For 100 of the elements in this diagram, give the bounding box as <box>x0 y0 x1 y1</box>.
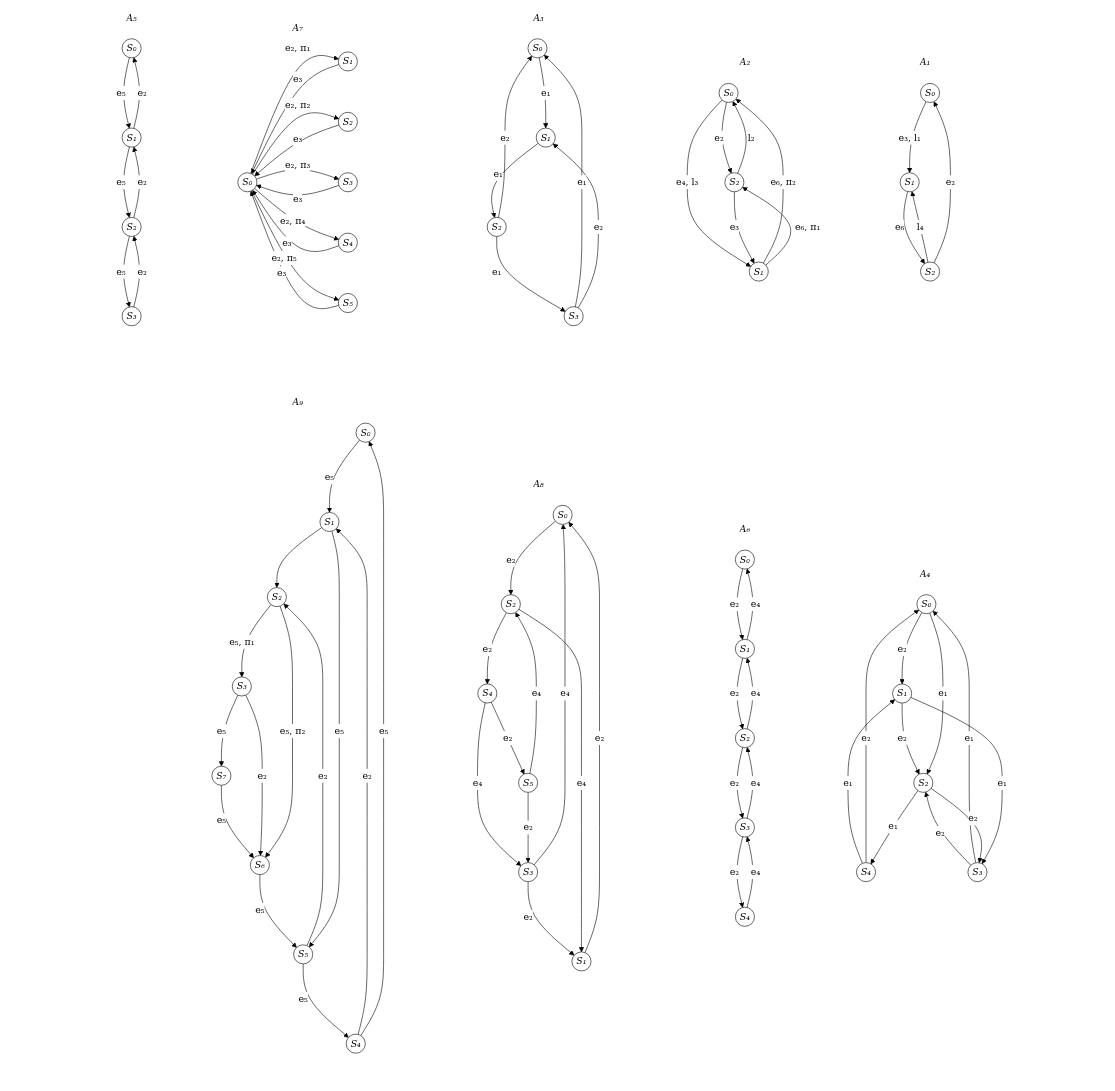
edge-label: e₃ <box>292 132 303 144</box>
node-circle: S₅ <box>518 772 538 793</box>
edge-label: e₃ <box>292 72 303 84</box>
edge-label: e₂ <box>935 826 945 838</box>
edge-label: e₂ <box>506 553 516 565</box>
node-circle: S₃ <box>967 861 988 882</box>
edge-label: e₄ <box>531 687 542 699</box>
edge-label: e₂ <box>137 175 147 188</box>
node-circle: S₂ <box>486 216 507 237</box>
edge-label: e₂, π₁ <box>284 42 311 54</box>
edge-label: e₄ <box>750 597 761 610</box>
edge-label: e₅ <box>116 175 126 188</box>
node-circle: S₁ <box>338 51 358 71</box>
edge-label: e₄ <box>750 687 761 699</box>
edge-label: e₃ <box>729 220 740 232</box>
edge-label: e₅ <box>324 470 335 483</box>
node-circle: S₂ <box>913 772 934 793</box>
node-circle: S₁ <box>892 683 912 703</box>
node-circle: S₁ <box>899 171 920 192</box>
edge-label: e₄ <box>472 776 483 788</box>
node-circle: S₂ <box>121 216 142 237</box>
edge-label: e₁ <box>843 776 853 788</box>
node-circle: S₀ <box>552 504 573 525</box>
edge-label: e₂, π₂ <box>284 98 311 110</box>
node-circle: S₇ <box>211 765 232 786</box>
edge-label: e₄, l₃ <box>676 175 699 188</box>
node-circle: S₀ <box>718 82 739 103</box>
edge-label: e₁ <box>997 776 1007 788</box>
edge-label: e₂ <box>318 769 328 781</box>
node-circle: S₁ <box>748 261 769 281</box>
node-circle: S₂ <box>338 111 358 132</box>
node-circle: S₂ <box>267 586 287 607</box>
node-circle: S₁ <box>535 127 556 147</box>
node-circle: S₂ <box>501 593 521 614</box>
node-circle: S₄ <box>338 232 358 252</box>
node-circle: S₃ <box>563 305 584 326</box>
node-circle: S₄ <box>477 683 498 703</box>
edge-label: e₂ <box>137 265 147 277</box>
edge-label: e₅ <box>378 724 389 736</box>
node-circle: S₁ <box>319 511 340 532</box>
edge-label: e₆, π₂ <box>770 175 796 188</box>
edge-label: e₂ <box>482 642 493 654</box>
label: A₂ <box>739 56 751 68</box>
node-circle: S₂ <box>735 727 755 748</box>
edge-label: e₂ <box>729 597 740 610</box>
edge-label: e₂ <box>897 642 907 654</box>
edge-label: e₁ <box>888 820 898 832</box>
node-circle: S₁ <box>571 951 592 971</box>
edge-label: e₂ <box>362 769 372 781</box>
edge-label: e₁ <box>577 175 587 188</box>
label: A₅ <box>126 11 137 23</box>
node-circle: S₄ <box>735 906 755 927</box>
edge-label: e₆ <box>895 220 905 232</box>
label: A₃ <box>533 11 544 23</box>
edge-label: e₅ <box>116 86 126 98</box>
node-circle: S₄ <box>345 1033 366 1054</box>
edge-label: e₁ <box>493 167 503 179</box>
node-circle: S₆ <box>250 854 270 875</box>
edge-label: e₂ <box>897 731 907 743</box>
edge-label: l₂ <box>747 131 755 143</box>
node-circle: S₀ <box>237 171 258 192</box>
node-circle: S₀ <box>735 549 755 569</box>
node-circle: S₅ <box>293 944 314 964</box>
edge-label: l₄ <box>916 220 924 232</box>
node-circle: S₂ <box>920 261 940 281</box>
edge-label: e₁ <box>938 687 948 699</box>
edge-label: e₂ <box>523 910 533 922</box>
edge-label: e₂ <box>729 687 740 699</box>
node-circle: S₁ <box>735 638 755 659</box>
edge-label: e₃, l₁ <box>898 131 921 143</box>
node-circle: S₂ <box>724 171 745 192</box>
edge-label: e₄ <box>750 776 761 788</box>
edge-label: e₂ <box>945 175 956 188</box>
edge-label: e₅ <box>255 903 265 915</box>
edge-label: e₃ <box>276 267 287 279</box>
label: A₆ <box>739 522 751 534</box>
node-circle: S₀ <box>920 82 940 103</box>
edge-label: e₅, π₂ <box>279 724 306 736</box>
edge-label: e₂ <box>257 769 267 781</box>
edge-label: e₂, π₄ <box>279 214 306 226</box>
edge-label: e₂ <box>714 131 724 143</box>
edge-label: e₁ <box>964 731 974 743</box>
edge-label: e₃ <box>282 236 292 249</box>
node-circle: S₅ <box>338 292 358 313</box>
edge-label: e₅ <box>116 265 126 277</box>
node-circle: S₃ <box>518 861 538 882</box>
node-circle: S₄ <box>856 861 876 882</box>
edge-label: e₂ <box>861 731 871 743</box>
node-circle: S₃ <box>232 676 252 696</box>
edge-label: e₅, π₁ <box>229 635 255 647</box>
edge-label: e₄ <box>560 687 570 699</box>
edge-label: e₁ <box>492 265 502 277</box>
label: A₇ <box>292 21 303 33</box>
node-circle: S₀ <box>121 37 142 58</box>
edge-label: e₃ <box>292 193 303 205</box>
edge-label: e₂, π₅ <box>271 251 297 263</box>
node-circle: S₃ <box>121 305 142 326</box>
edge-label: e₄ <box>576 776 587 788</box>
label: A₉ <box>292 395 303 407</box>
label: A₁ <box>919 56 931 68</box>
